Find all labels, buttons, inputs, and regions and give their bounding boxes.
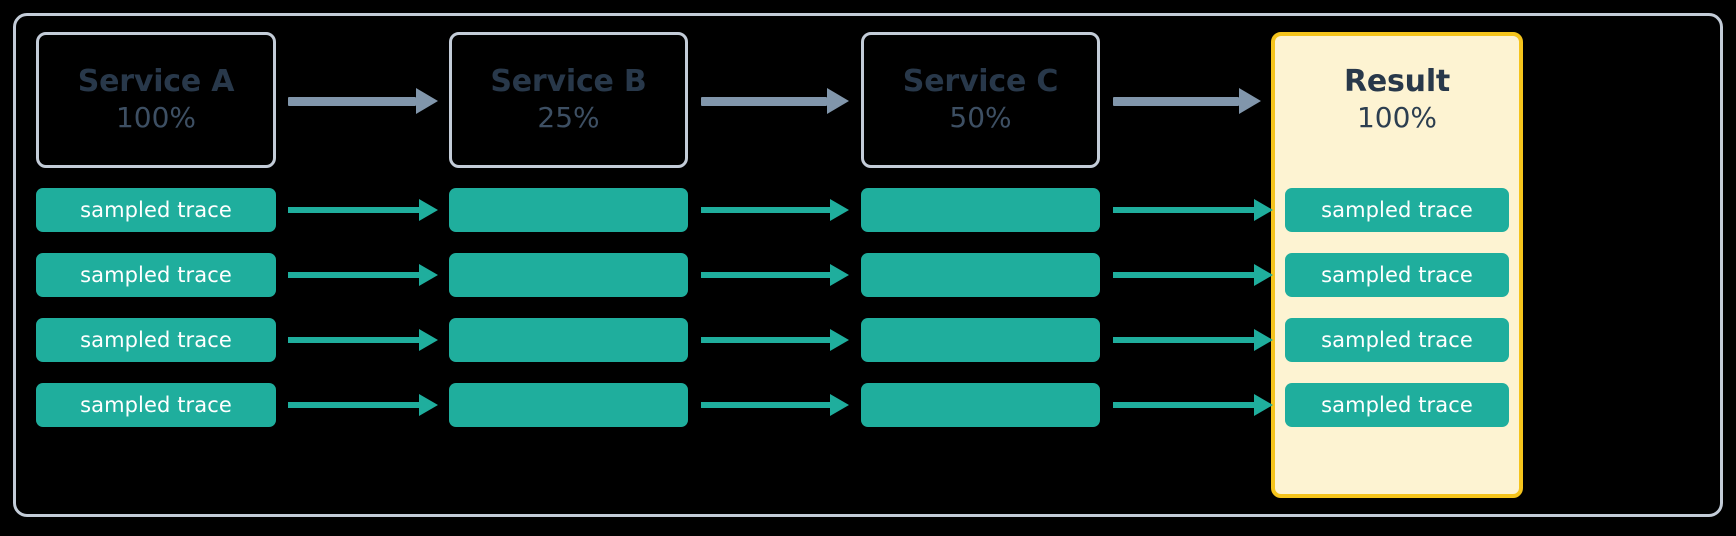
trace-bar[interactable] bbox=[449, 188, 688, 232]
trace-bar-label: sampled trace bbox=[80, 327, 232, 352]
node-service-a-name: Service A bbox=[77, 63, 235, 99]
arrow-shaft bbox=[1113, 207, 1254, 213]
trace-arrow bbox=[288, 199, 438, 221]
arrow-head-icon bbox=[1254, 199, 1273, 221]
trace-bar[interactable] bbox=[861, 253, 1100, 297]
trace-bar-label: sampled trace bbox=[1321, 197, 1473, 222]
trace-bar[interactable] bbox=[861, 383, 1100, 427]
node-service-c-percent: 50% bbox=[949, 101, 1012, 135]
arrow-shaft bbox=[1113, 402, 1254, 408]
arrow-shaft bbox=[701, 97, 827, 106]
arrow-head-icon bbox=[1254, 264, 1273, 286]
arrow-shaft bbox=[288, 402, 419, 408]
trace-arrow bbox=[701, 394, 849, 416]
arrow-head-icon bbox=[419, 329, 438, 351]
trace-bar[interactable]: sampled trace bbox=[36, 318, 276, 362]
arrow-shaft bbox=[701, 207, 830, 213]
arrow-head-icon bbox=[419, 264, 438, 286]
trace-arrow bbox=[288, 329, 438, 351]
node-result-name: Result bbox=[1343, 63, 1451, 99]
arrow-head-icon bbox=[419, 394, 438, 416]
arrow-head-icon bbox=[1239, 88, 1261, 114]
trace-bar-result[interactable]: sampled trace bbox=[1285, 318, 1509, 362]
node-service-c[interactable]: Service C 50% bbox=[861, 32, 1100, 168]
node-service-a-percent: 100% bbox=[115, 101, 197, 135]
trace-arrow bbox=[1113, 329, 1273, 351]
trace-bar[interactable] bbox=[861, 318, 1100, 362]
trace-bar[interactable] bbox=[449, 318, 688, 362]
arrow-shaft bbox=[288, 207, 419, 213]
arrow-shaft bbox=[1113, 97, 1239, 106]
arrow-head-icon bbox=[419, 199, 438, 221]
arrow-shaft bbox=[288, 337, 419, 343]
trace-bar[interactable]: sampled trace bbox=[36, 253, 276, 297]
node-service-a[interactable]: Service A 100% bbox=[36, 32, 276, 168]
arrow-head-icon bbox=[830, 394, 849, 416]
trace-bar-label: sampled trace bbox=[80, 197, 232, 222]
arrow-head-icon bbox=[1254, 394, 1273, 416]
diagram-outer-frame bbox=[13, 13, 1723, 517]
node-service-b-name: Service B bbox=[490, 63, 647, 99]
trace-arrow bbox=[1113, 264, 1273, 286]
trace-bar-label: sampled trace bbox=[80, 392, 232, 417]
node-result-percent: 100% bbox=[1356, 101, 1438, 135]
trace-bar-label: sampled trace bbox=[80, 262, 232, 287]
trace-arrow bbox=[701, 199, 849, 221]
arrow-service-c-to-result bbox=[1113, 88, 1261, 114]
arrow-shaft bbox=[701, 337, 830, 343]
trace-arrow bbox=[288, 394, 438, 416]
arrow-shaft bbox=[288, 272, 419, 278]
trace-bar-result[interactable]: sampled trace bbox=[1285, 188, 1509, 232]
arrow-service-b-to-service-c bbox=[701, 88, 849, 114]
trace-bar-label: sampled trace bbox=[1321, 392, 1473, 417]
arrow-head-icon bbox=[1254, 329, 1273, 351]
arrow-head-icon bbox=[830, 329, 849, 351]
trace-arrow bbox=[288, 264, 438, 286]
trace-bar-label: sampled trace bbox=[1321, 327, 1473, 352]
trace-bar-result[interactable]: sampled trace bbox=[1285, 383, 1509, 427]
trace-arrow bbox=[1113, 199, 1273, 221]
arrow-shaft bbox=[701, 272, 830, 278]
trace-bar[interactable]: sampled trace bbox=[36, 383, 276, 427]
trace-bar[interactable] bbox=[861, 188, 1100, 232]
trace-arrow bbox=[1113, 394, 1273, 416]
trace-bar[interactable] bbox=[449, 253, 688, 297]
trace-bar-label: sampled trace bbox=[1321, 262, 1473, 287]
arrow-shaft bbox=[288, 97, 416, 106]
arrow-head-icon bbox=[830, 264, 849, 286]
trace-arrow bbox=[701, 329, 849, 351]
trace-bar-result[interactable]: sampled trace bbox=[1285, 253, 1509, 297]
trace-bar[interactable] bbox=[449, 383, 688, 427]
arrow-head-icon bbox=[830, 199, 849, 221]
node-result[interactable]: Result 100% bbox=[1271, 36, 1523, 164]
node-service-b[interactable]: Service B 25% bbox=[449, 32, 688, 168]
arrow-head-icon bbox=[827, 88, 849, 114]
node-service-b-percent: 25% bbox=[537, 101, 600, 135]
node-service-c-name: Service C bbox=[902, 63, 1059, 99]
arrow-shaft bbox=[1113, 337, 1254, 343]
trace-arrow bbox=[701, 264, 849, 286]
arrow-head-icon bbox=[416, 88, 438, 114]
trace-bar[interactable]: sampled trace bbox=[36, 188, 276, 232]
arrow-shaft bbox=[701, 402, 830, 408]
arrow-service-a-to-service-b bbox=[288, 88, 438, 114]
arrow-shaft bbox=[1113, 272, 1254, 278]
